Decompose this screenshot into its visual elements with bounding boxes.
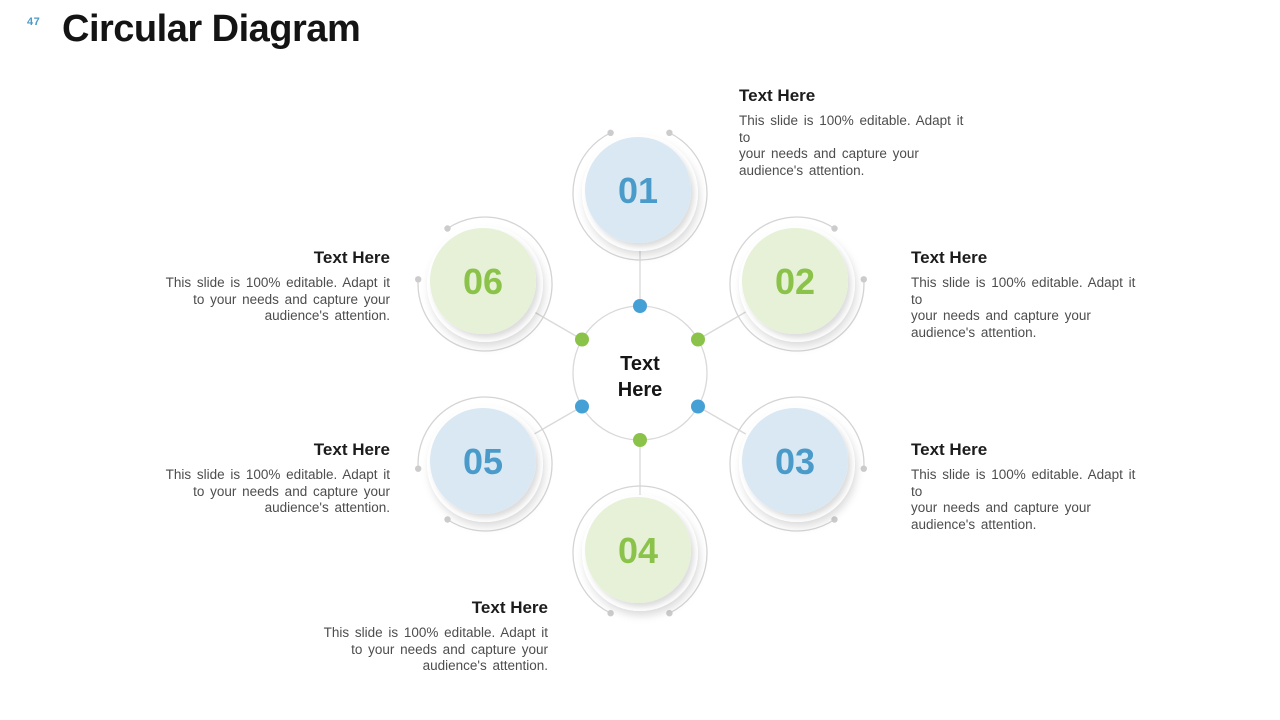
text-block-03-heading: Text Here: [911, 440, 988, 459]
node-03-arc: [729, 396, 865, 532]
center-label-line1: Text: [620, 353, 660, 375]
node-03-arc-end-dot: [860, 465, 867, 472]
node-03-group: 03: [729, 396, 867, 532]
hub-dot-02: [691, 332, 705, 347]
connector-line-03: [697, 405, 747, 435]
text-block-04: Text Here This slide is 100% editable. A…: [316, 598, 548, 675]
node-04-arc-end-dot: [666, 610, 673, 617]
hub-dot-03: [691, 399, 705, 414]
node-05-arc-end-dot: [444, 516, 451, 523]
text-block-01: Text Here This slide is 100% editable. A…: [739, 86, 971, 179]
text-block-05-heading: Text Here: [313, 440, 390, 459]
text-block-04-heading: Text Here: [471, 598, 548, 617]
node-02-arc: [729, 216, 865, 352]
node-01-arc: [572, 132, 708, 261]
connector-line-05: [533, 405, 583, 435]
node-05-group: 05: [415, 396, 553, 532]
text-block-05-body: This slide is 100% editable. Adapt it to…: [165, 467, 390, 515]
text-block-02-heading: Text Here: [911, 248, 988, 267]
node-06-arc-end-dot: [415, 276, 422, 283]
node-04-group: 04: [572, 485, 708, 617]
node-05-arc-end-dot: [415, 465, 422, 472]
node-02-arc-end-dot: [860, 276, 867, 283]
node-06-arc-end-dot: [444, 225, 451, 232]
node-01-fill-circle: [585, 137, 691, 243]
hub-dot-05: [575, 399, 589, 414]
node-02-arc-end-dot: [831, 225, 838, 232]
text-block-01-heading: Text Here: [739, 86, 816, 105]
node-02-fill-circle: [742, 228, 848, 334]
center-label-line2: Here: [618, 379, 662, 401]
text-block-01-body: This slide is 100% editable. Adapt it to…: [739, 113, 964, 178]
center-circle-group: Text Here: [572, 299, 708, 447]
connector-line-06: [533, 311, 583, 341]
node-04-arc: [572, 485, 708, 614]
hub-dot-04: [633, 433, 647, 447]
node-04-arc-end-dot: [607, 610, 614, 617]
node-01-arc-end-dot: [666, 129, 673, 136]
node-02-number: 02: [775, 261, 815, 302]
node-06-group: 06: [415, 216, 553, 352]
text-block-03: Text Here This slide is 100% editable. A…: [911, 440, 1143, 533]
text-block-06: Text Here This slide is 100% editable. A…: [158, 248, 390, 325]
node-03-fill-circle: [742, 408, 848, 514]
hub-dot-06: [575, 332, 589, 347]
node-06-fill-circle: [430, 228, 536, 334]
text-block-06-heading: Text Here: [313, 248, 390, 267]
node-01-group: 01: [572, 129, 708, 261]
text-block-02-body: This slide is 100% editable. Adapt it to…: [911, 275, 1136, 340]
node-03-arc-end-dot: [831, 516, 838, 523]
node-01-arc-end-dot: [607, 129, 614, 136]
node-05-arc: [417, 396, 553, 532]
node-05-number: 05: [463, 441, 503, 482]
node-04-fill-circle: [585, 497, 691, 603]
text-block-02: Text Here This slide is 100% editable. A…: [911, 248, 1143, 341]
node-03-number: 03: [775, 441, 815, 482]
node-06-number: 06: [463, 261, 503, 302]
node-04-number: 04: [618, 530, 658, 571]
text-block-05: Text Here This slide is 100% editable. A…: [158, 440, 390, 517]
node-01-number: 01: [618, 170, 658, 211]
text-block-06-body: This slide is 100% editable. Adapt it to…: [165, 275, 390, 323]
node-02-group: 02: [729, 216, 867, 352]
slide-number: 47: [27, 16, 41, 28]
page-title: Circular Diagram: [62, 8, 361, 50]
text-block-03-body: This slide is 100% editable. Adapt it to…: [911, 467, 1136, 532]
node-06-arc: [417, 216, 553, 352]
hub-dot-01: [633, 299, 647, 313]
node-05-fill-circle: [430, 408, 536, 514]
text-block-04-body: This slide is 100% editable. Adapt it to…: [323, 625, 548, 673]
